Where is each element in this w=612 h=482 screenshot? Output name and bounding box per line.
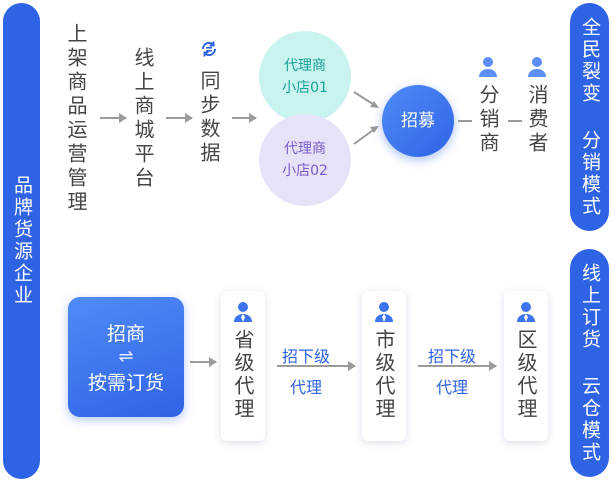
arrow-city-district (418, 361, 497, 371)
consumer-label: 消费者 (525, 84, 549, 156)
line-distributor-consumer (508, 120, 522, 122)
store-01-line1: 代理商 (284, 58, 326, 74)
step-sync-data: 同步数据 (197, 70, 221, 166)
store-01-circle: 代理商 小店01 (259, 31, 351, 123)
province-agent-card: 省级代理 (221, 291, 265, 441)
province-label: 省级代理 (231, 329, 255, 421)
step-manage-goods: 上架商品运营管理 (64, 23, 88, 215)
store-02-line2: 小店02 (282, 163, 328, 179)
converge-arrows (353, 91, 379, 145)
left-bar: 品牌货源企业 (3, 3, 40, 479)
district-label: 区级代理 (514, 329, 538, 421)
right-bottom-label: 线上订货 云仓模式 (579, 262, 601, 464)
city-agent-card: 市级代理 (362, 291, 406, 441)
ordering-box: 招商 ⇌ 按需订货 (68, 297, 184, 417)
store-02-line1: 代理商 (284, 141, 326, 157)
line-recruit-distributor (458, 120, 472, 122)
consumer-icon (528, 57, 546, 77)
sync-icon (201, 41, 217, 57)
city-label: 市级代理 (372, 329, 396, 421)
swap-icon: ⇌ (118, 346, 134, 367)
right-bottom-bar: 线上订货 云仓模式 (570, 249, 609, 477)
right-top-label: 全民裂变 分销模式 (579, 16, 601, 218)
arrow-box-province (190, 357, 217, 367)
distributor-icon (479, 57, 497, 77)
arrow-province-city (277, 361, 356, 371)
right-top-bar: 全民裂变 分销模式 (570, 3, 609, 231)
store-02-circle: 代理商 小店02 (259, 114, 351, 206)
store-01-line2: 小店01 (282, 80, 328, 96)
left-bar-label: 品牌货源企业 (11, 175, 33, 307)
ordering-line2: 按需订货 (87, 372, 164, 394)
recruit-label: 招募 (401, 111, 435, 131)
step-online-mall: 线上商城平台 (131, 47, 155, 191)
agent-icon (234, 302, 252, 322)
arrow-1 (100, 113, 127, 123)
agent-icon (517, 302, 535, 322)
arrow-3 (232, 113, 257, 123)
link1-line2: 代理 (290, 378, 323, 397)
distributor-label: 分销商 (476, 84, 500, 156)
ordering-line1: 招商 (106, 323, 145, 345)
link2-line2: 代理 (436, 378, 469, 397)
arrow-2 (166, 113, 193, 123)
link1-line1: 招下级 (282, 347, 331, 366)
district-agent-card: 区级代理 (504, 291, 548, 441)
agent-icon (375, 302, 393, 322)
link2-line1: 招下级 (428, 347, 477, 366)
recruit-circle: 招募 (382, 85, 454, 157)
